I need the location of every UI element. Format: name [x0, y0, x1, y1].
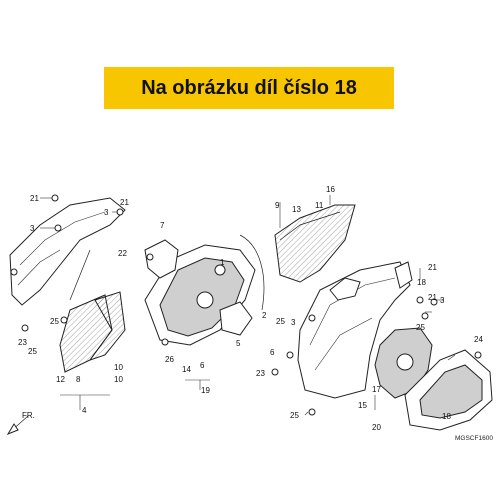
callout-label: 21 — [30, 194, 39, 203]
front-direction-marker: FR. — [6, 411, 35, 436]
callout-label: 13 — [292, 205, 301, 214]
part-title-text: Na obrázku díl číslo 18 — [141, 76, 357, 99]
callout-label: 4 — [82, 406, 87, 415]
fastener-bolts — [21, 194, 482, 416]
callout-label: 23 — [256, 369, 265, 378]
right-main-side-cover — [297, 261, 413, 399]
front-marker-label: FR. — [22, 411, 35, 420]
callout-label: 25 — [276, 317, 285, 326]
callout-label: 2 — [262, 311, 267, 320]
left-upper-cowl — [9, 197, 126, 306]
callout-numbers: 21 3 3 21 7 22 1 2 9 16 13 11 21 18 12 8… — [18, 185, 483, 432]
callout-label: 23 — [18, 338, 27, 347]
callout-label: 14 — [182, 365, 191, 374]
callout-label: 11 — [315, 201, 324, 210]
callout-label: 3 — [291, 318, 296, 327]
callout-label: 5 — [236, 339, 241, 348]
left-inner-panel — [59, 291, 126, 373]
callout-label: 15 — [358, 401, 367, 410]
right-gear-cover — [374, 327, 433, 399]
callout-label: 12 — [56, 375, 65, 384]
callout-label: 6 — [270, 348, 275, 357]
callout-label: 25 — [290, 411, 299, 420]
callout-label: 25 — [416, 323, 425, 332]
callout-label: 24 — [474, 335, 483, 344]
part-18-cover — [404, 349, 493, 431]
callout-label: 25 — [50, 317, 59, 326]
callout-label: 18 — [417, 278, 426, 287]
diagram-code: MGSCF1600 — [455, 435, 493, 442]
callout-label: 20 — [372, 423, 381, 432]
callout-label: 7 — [160, 221, 165, 230]
center-crankcase-cover — [144, 234, 265, 346]
callout-label: 25 — [28, 347, 37, 356]
callout-label: 10 — [114, 375, 123, 384]
callout-label: 6 — [200, 361, 205, 370]
callout-label: 22 — [118, 249, 127, 258]
callout-label: 3 — [104, 208, 109, 217]
callout-label: 8 — [76, 375, 81, 384]
callout-label: 26 — [165, 355, 174, 364]
leader-lines — [40, 195, 456, 416]
callout-label: 19 — [201, 386, 210, 395]
callout-label: 16 — [326, 185, 335, 194]
part-title-banner: Na obrázku díl číslo 18 — [104, 67, 394, 109]
callout-label: 21 — [428, 263, 437, 272]
callout-label: 3 — [30, 224, 35, 233]
callout-label: 10 — [114, 363, 123, 372]
right-upper-cowl — [274, 204, 356, 283]
callout-label: 1 — [220, 258, 225, 267]
callout-label: 17 — [372, 385, 381, 394]
callout-label: 21 — [428, 293, 437, 302]
callout-label: 21 — [120, 198, 129, 207]
callout-label: 9 — [275, 201, 280, 210]
callout-label: 18 — [442, 412, 451, 421]
callout-label: 3 — [440, 296, 445, 305]
